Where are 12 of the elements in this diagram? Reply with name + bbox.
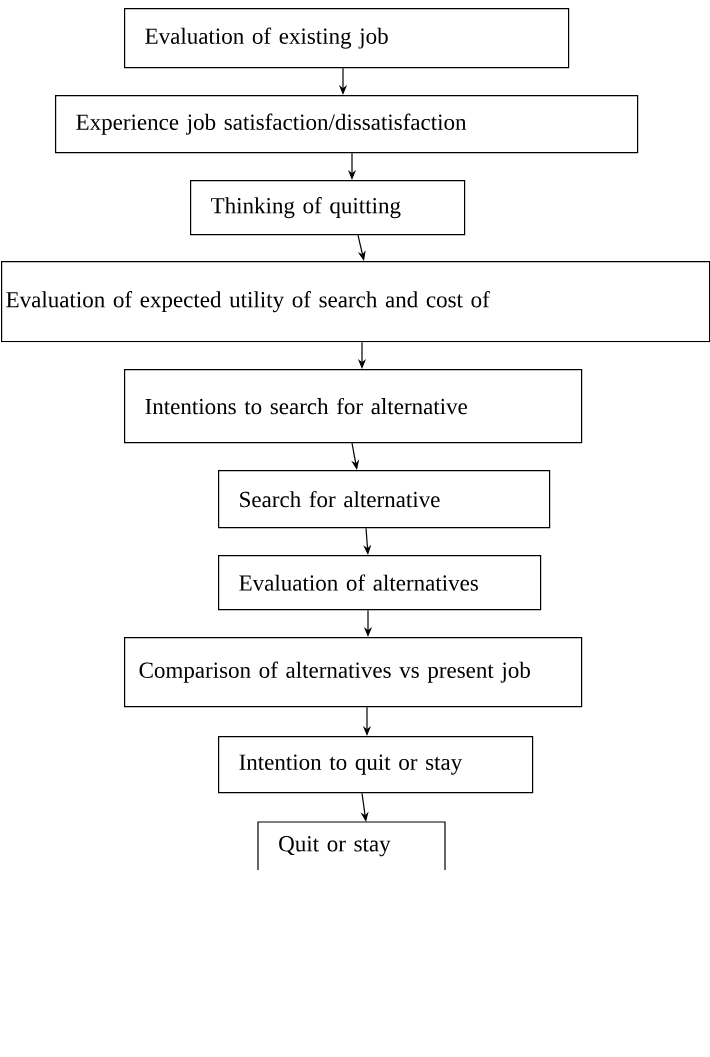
process-box: Comparison of alternatives vs present job (124, 637, 583, 708)
process-box: Thinking of quitting (190, 180, 466, 236)
process-box: Evaluation of alternatives (218, 555, 542, 611)
process-box: Search for alternative (218, 470, 551, 529)
process-box: Quit or stay (257, 821, 446, 871)
arrow (351, 442, 360, 470)
process-box: Intentions to search for alternative (124, 369, 583, 444)
arrow (357, 234, 366, 261)
process-box: Intention to quit or stay (218, 736, 534, 794)
process-box: Evaluation of existing job (124, 8, 570, 69)
process-box: Evaluation of expected utility of search and cost of (1, 261, 710, 343)
process-box: Experience job satisfaction/dissatisfaction (55, 95, 639, 154)
